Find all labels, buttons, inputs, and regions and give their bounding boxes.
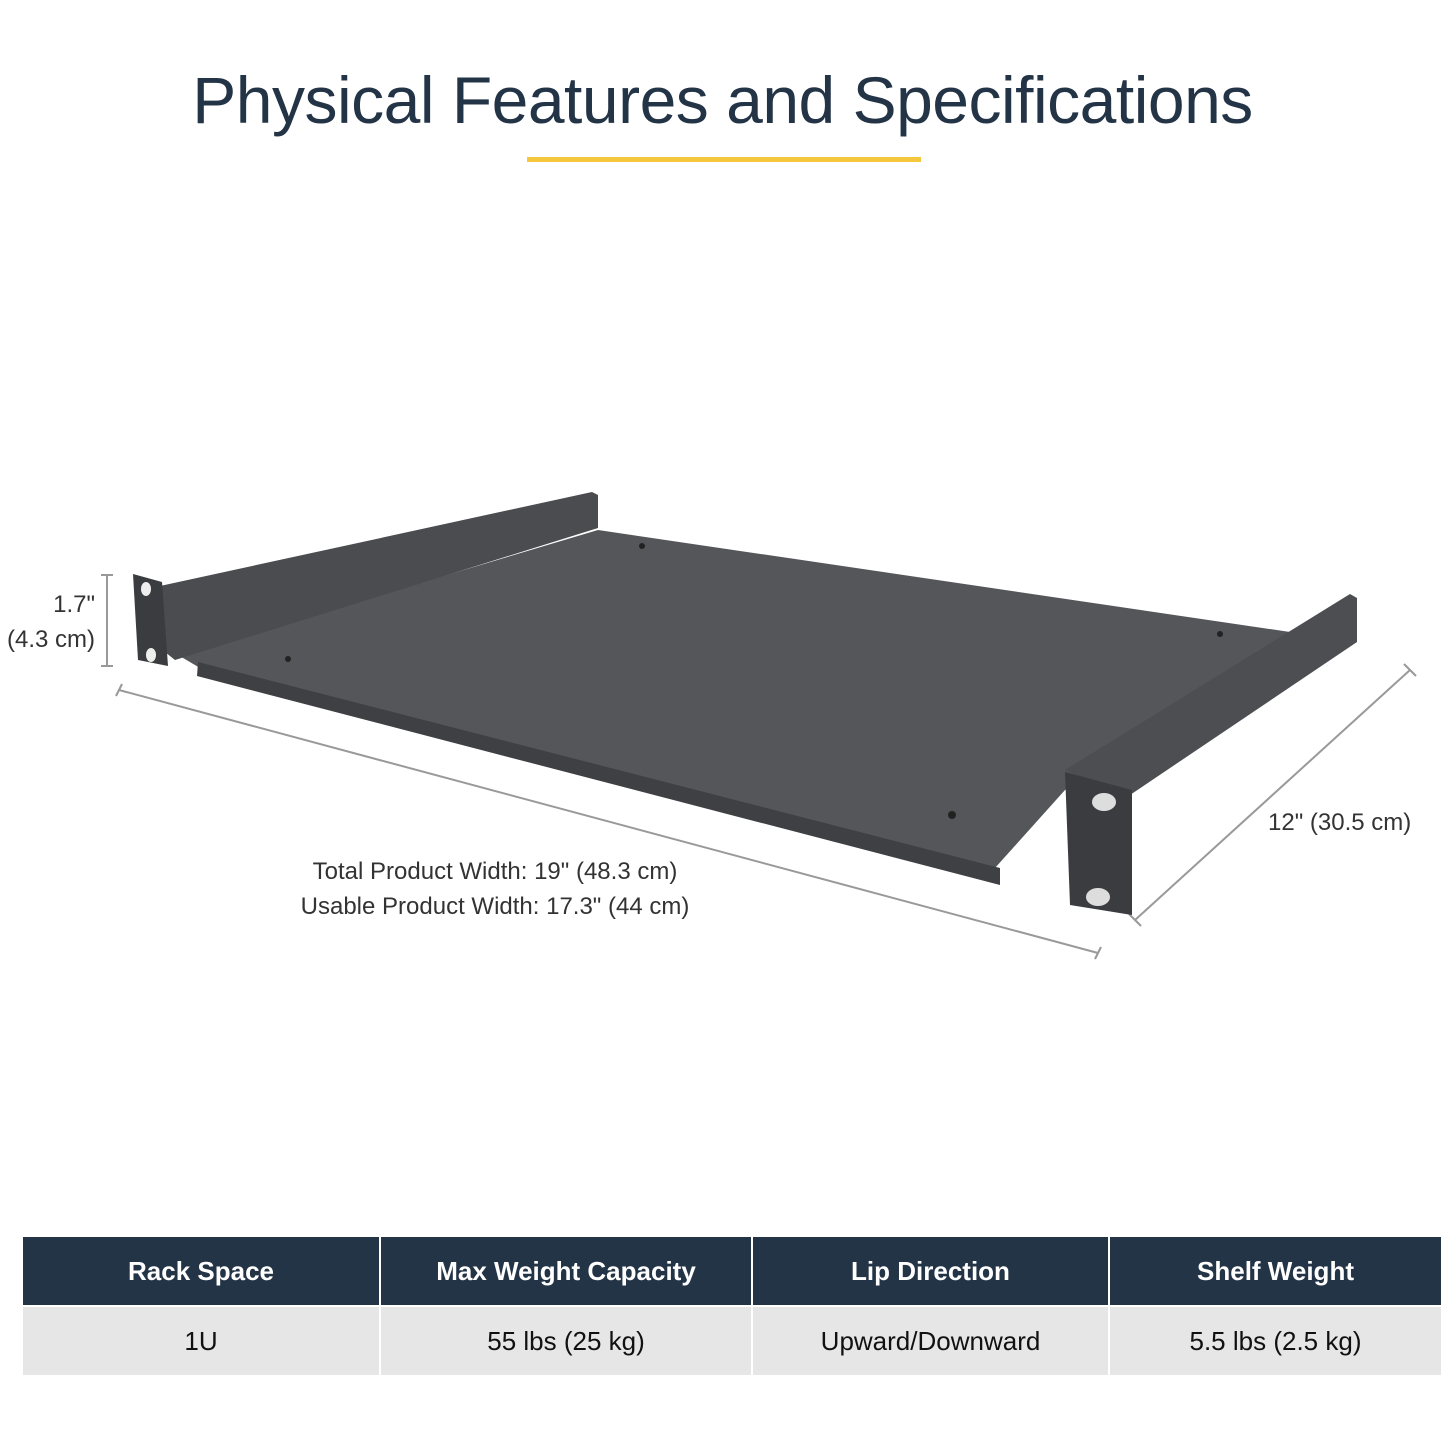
- shelf-front-lip: [197, 662, 1000, 885]
- height-inches: 1.7": [53, 591, 95, 618]
- value-rack-space: 1U: [23, 1305, 381, 1375]
- shelf-left-wall: [160, 492, 598, 660]
- total-width: Total Product Width: 19" (48.3 cm): [312, 858, 678, 885]
- shelf-floor: [178, 530, 1345, 868]
- depth-label: 12" (30.5 cm): [1268, 809, 1412, 836]
- width-dimension-line: [118, 689, 1099, 954]
- header-max-weight: Max Weight Capacity: [380, 1237, 753, 1306]
- specs-table: Rack Space Max Weight Capacity Lip Direc…: [23, 1237, 1441, 1375]
- page-title: Physical Features and Specifications: [192, 63, 1253, 137]
- shelf-right-wall: [1065, 594, 1357, 800]
- header-shelf-weight: Shelf Weight: [1109, 1237, 1441, 1306]
- value-max-weight: 55 lbs (25 kg): [380, 1305, 753, 1375]
- usable-width: Usable Product Width: 17.3" (44 cm): [300, 893, 690, 920]
- specs-value-row: 1U 55 lbs (25 kg) Upward/Downward 5.5 lb…: [23, 1305, 1441, 1375]
- value-lip-direction: Upward/Downward: [752, 1305, 1110, 1375]
- depth-dimension-line: [1134, 669, 1411, 921]
- specs-header-row: Rack Space Max Weight Capacity Lip Direc…: [23, 1237, 1441, 1306]
- right-mounting-ear: [1065, 772, 1132, 915]
- height-label: 1.7" (4.3 cm): [0, 587, 95, 657]
- width-label: Total Product Width: 19" (48.3 cm) Usabl…: [250, 854, 740, 924]
- height-cm: (4.3 cm): [6, 626, 95, 653]
- header-lip-direction: Lip Direction: [752, 1237, 1110, 1306]
- title-underline: [527, 157, 921, 162]
- value-shelf-weight: 5.5 lbs (2.5 kg): [1109, 1305, 1441, 1375]
- left-mounting-ear: [133, 574, 168, 666]
- header-rack-space: Rack Space: [23, 1237, 381, 1306]
- dimension-lines: [101, 574, 1417, 960]
